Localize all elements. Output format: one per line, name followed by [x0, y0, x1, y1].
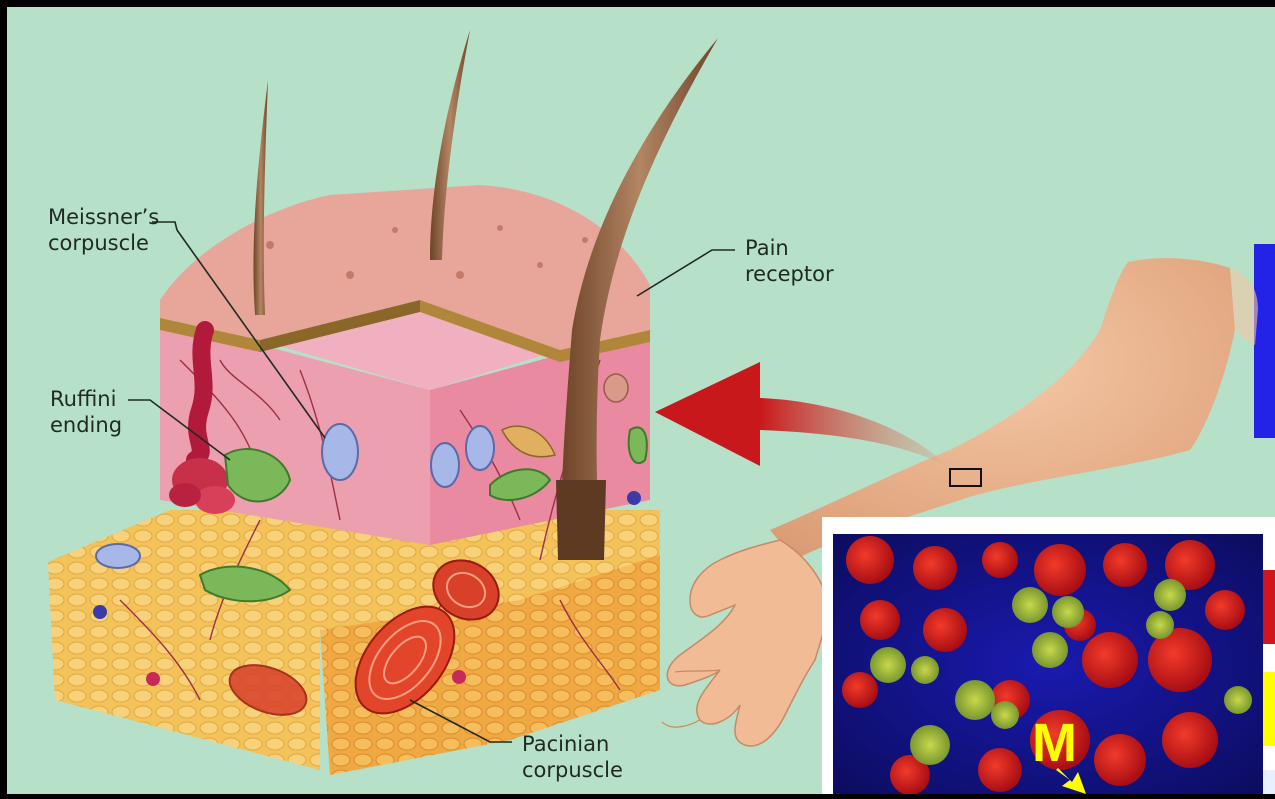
meissner-label: Meissner’s corpuscle	[48, 204, 159, 256]
ruffini-label-line1: Ruffini	[50, 386, 122, 412]
blue-edge-bar	[1254, 244, 1275, 438]
meissner-corpuscle	[322, 424, 358, 480]
pacinian-label: Pacinian corpuscle	[522, 731, 623, 783]
meissner-label-line1: Meissner’s	[48, 204, 159, 230]
pain-label-line1: Pain	[745, 235, 834, 261]
pacinian-label-line2: corpuscle	[522, 757, 623, 783]
pacinian-label-line1: Pacinian	[522, 731, 623, 757]
ruffini-label-line2: ending	[50, 412, 122, 438]
pain-label-line2: receptor	[745, 261, 834, 287]
pain-receptor-label: Pain receptor	[745, 235, 834, 287]
micrograph-marker-label: M	[1032, 712, 1077, 774]
ruffini-label: Ruffini ending	[50, 386, 122, 438]
meissner-label-line2: corpuscle	[48, 230, 159, 256]
